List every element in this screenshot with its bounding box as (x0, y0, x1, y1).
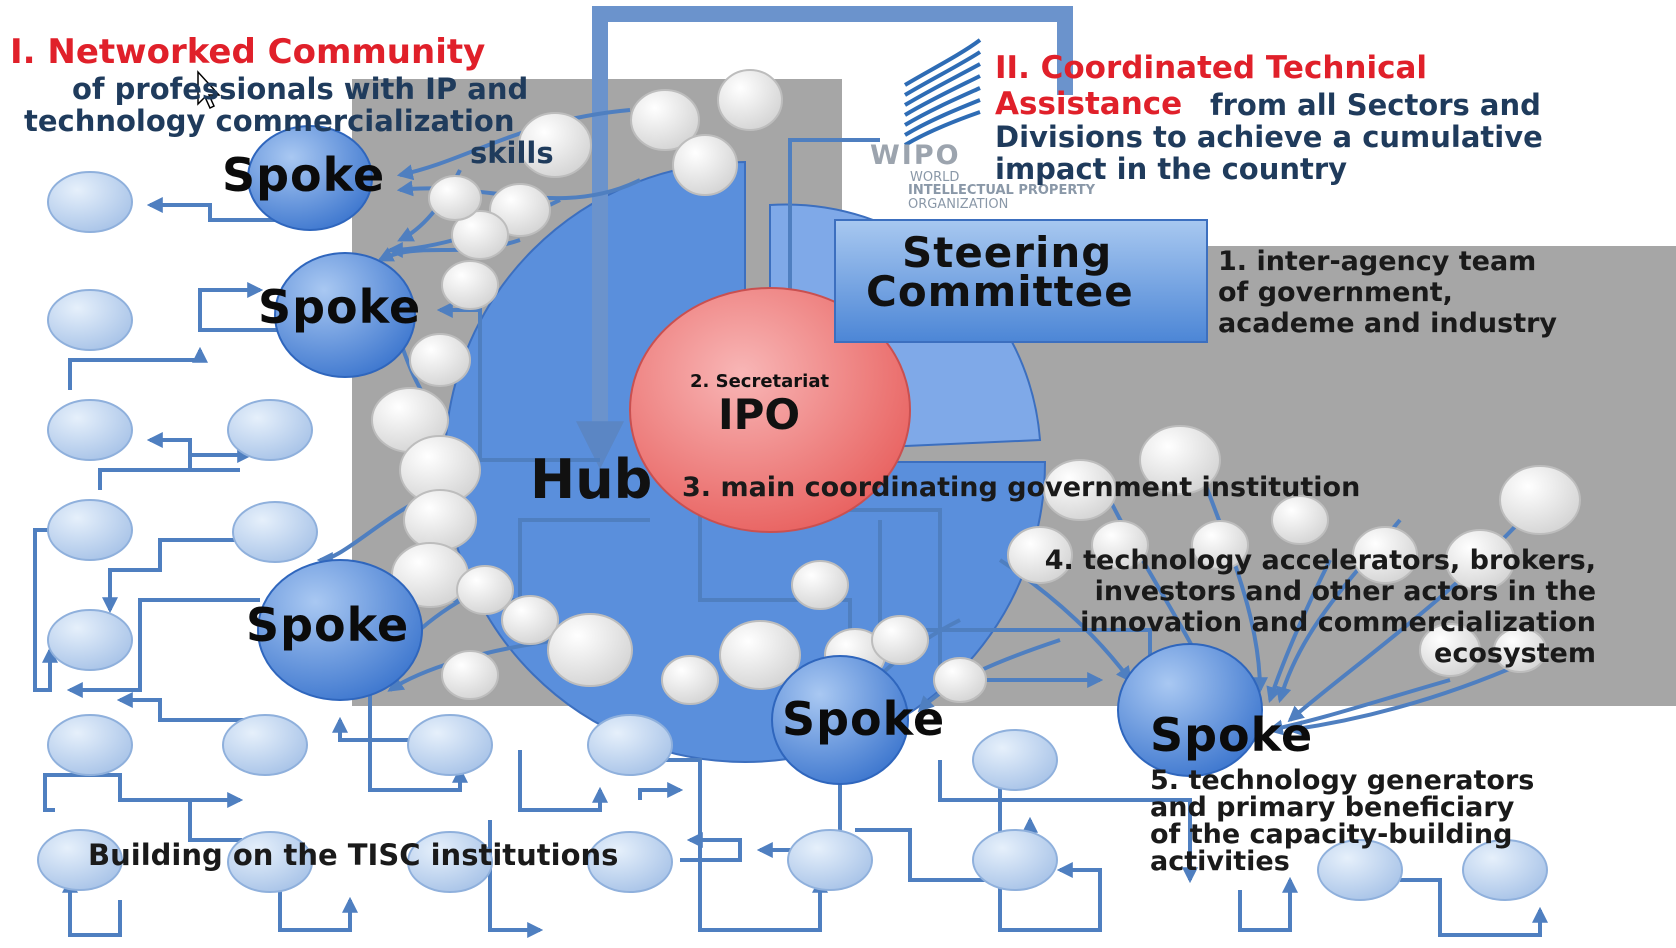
section1-line2: technology commercialization (24, 104, 515, 138)
tisc-bubble (1317, 839, 1403, 901)
actor-bubble (456, 565, 514, 615)
spoke-label-3: Spoke (246, 598, 410, 652)
spoke-label-4: Spoke (782, 692, 946, 746)
steering-committee-box (834, 219, 1208, 343)
steering-title-line1: Steering (902, 228, 1113, 277)
tisc-bubble (787, 829, 873, 891)
actor-bubble (719, 620, 801, 690)
actor-bubble (1493, 627, 1547, 673)
tisc-bubble (227, 399, 313, 461)
actor-bubble (661, 655, 719, 705)
note5-line4: activities (1150, 846, 1290, 877)
actor-bubble (791, 560, 849, 610)
actor-bubble (547, 613, 633, 687)
tisc-bubble (587, 714, 673, 776)
tisc-bubble (407, 714, 493, 776)
steering-note3: academe and industry (1218, 308, 1558, 339)
section1-line3: skills (470, 136, 554, 170)
actor-bubble (933, 657, 987, 703)
section2-rest3: impact in the country (995, 152, 1348, 186)
steering-note2: of government, (1218, 277, 1453, 308)
actor-bubble (1091, 520, 1149, 570)
actor-bubble (441, 260, 499, 310)
spoke-circle (274, 252, 416, 378)
tisc-bubble (47, 399, 133, 461)
tisc-bubble (47, 609, 133, 671)
actor-bubble (630, 89, 700, 151)
spoke-circle (257, 559, 423, 701)
wipo-line3: ORGANIZATION (908, 197, 1009, 212)
spoke-circle (247, 125, 373, 231)
note5-line1: 5. technology generators (1150, 765, 1535, 796)
section2-rest2: Divisions to achieve a cumulative (995, 120, 1543, 154)
mouse-pointer-icon (197, 70, 221, 110)
ipo-label: IPO (718, 390, 801, 439)
note4-line3: innovation and commercialization (1080, 607, 1596, 638)
tisc-bubbles (37, 171, 1548, 901)
actor-bubble (1445, 529, 1515, 591)
ipo-secretariat: 2. Secretariat (690, 371, 830, 392)
actor-bubble (518, 112, 592, 178)
actor-bubble (1271, 495, 1329, 545)
spoke-circle (1117, 643, 1263, 777)
section2-title-part2: Assistance (995, 86, 1183, 122)
wipo-line1: WORLD (910, 170, 960, 185)
steering-note1: 1. inter-agency team (1218, 246, 1537, 277)
hub-description: 3. main coordinating government institut… (682, 472, 1361, 503)
tisc-bubble (47, 714, 133, 776)
wipo-logo-icon (903, 38, 982, 147)
actor-bubble (672, 134, 738, 196)
spoke-label-1: Spoke (222, 148, 386, 202)
steering-title-line2: Committee (866, 267, 1134, 316)
actor-bubble (451, 210, 509, 260)
tisc-bubble (47, 171, 133, 233)
tisc-bubble (47, 499, 133, 561)
tisc-bubble (227, 831, 313, 893)
actor-bubble (1191, 520, 1249, 570)
tisc-bubble (222, 714, 308, 776)
actor-bubble (1419, 623, 1481, 677)
actor-bubble (501, 595, 559, 645)
actor-bubble (1043, 459, 1117, 521)
tisc-label: Building on the TISC institutions (88, 838, 619, 872)
note5-line3: of the capacity-building (1150, 819, 1513, 850)
actor-bubble (403, 489, 477, 551)
actor-bubble (1352, 526, 1418, 584)
actor-bubble (1499, 465, 1581, 535)
spoke-circle (771, 655, 909, 785)
actor-bubble (441, 650, 499, 700)
actor-bubbles (371, 69, 1581, 705)
ipo-circle (629, 287, 911, 533)
actor-bubble (1007, 526, 1073, 584)
tisc-bubble (587, 831, 673, 893)
wipo-acronym: WIPO (870, 140, 961, 171)
section1-line1: of professionals with IP and (72, 72, 529, 106)
tisc-bubble (47, 289, 133, 351)
wipo-line2: INTELLECTUAL PROPERTY (908, 183, 1096, 198)
note4-line1: 4. technology accelerators, brokers, (1044, 545, 1596, 576)
tisc-bubble (37, 829, 123, 891)
actor-bubble (428, 175, 482, 221)
hub-label: Hub (530, 448, 653, 511)
spoke-circles (247, 125, 1263, 785)
actor-bubble (871, 615, 929, 665)
section2-rest1: from all Sectors and (1210, 88, 1541, 122)
tisc-bubble (407, 831, 493, 893)
tisc-bubble (972, 829, 1058, 891)
actor-bubble (409, 333, 471, 387)
note4-line2: investors and other actors in the (1094, 576, 1596, 607)
tisc-bubble (972, 729, 1058, 791)
tisc-bubble (232, 501, 318, 563)
note4-line4: ecosystem (1434, 638, 1596, 669)
actor-bubble (717, 69, 783, 131)
actor-bubble (1139, 425, 1221, 495)
spoke-label-2: Spoke (258, 280, 422, 334)
spoke-label-5: Spoke (1150, 708, 1314, 762)
section1-title: I. Networked Community (10, 32, 486, 72)
note5-line2: and primary beneficiary (1150, 792, 1515, 823)
tisc-bubble (1462, 839, 1548, 901)
section2-title-part1: II. Coordinated Technical (995, 50, 1428, 86)
